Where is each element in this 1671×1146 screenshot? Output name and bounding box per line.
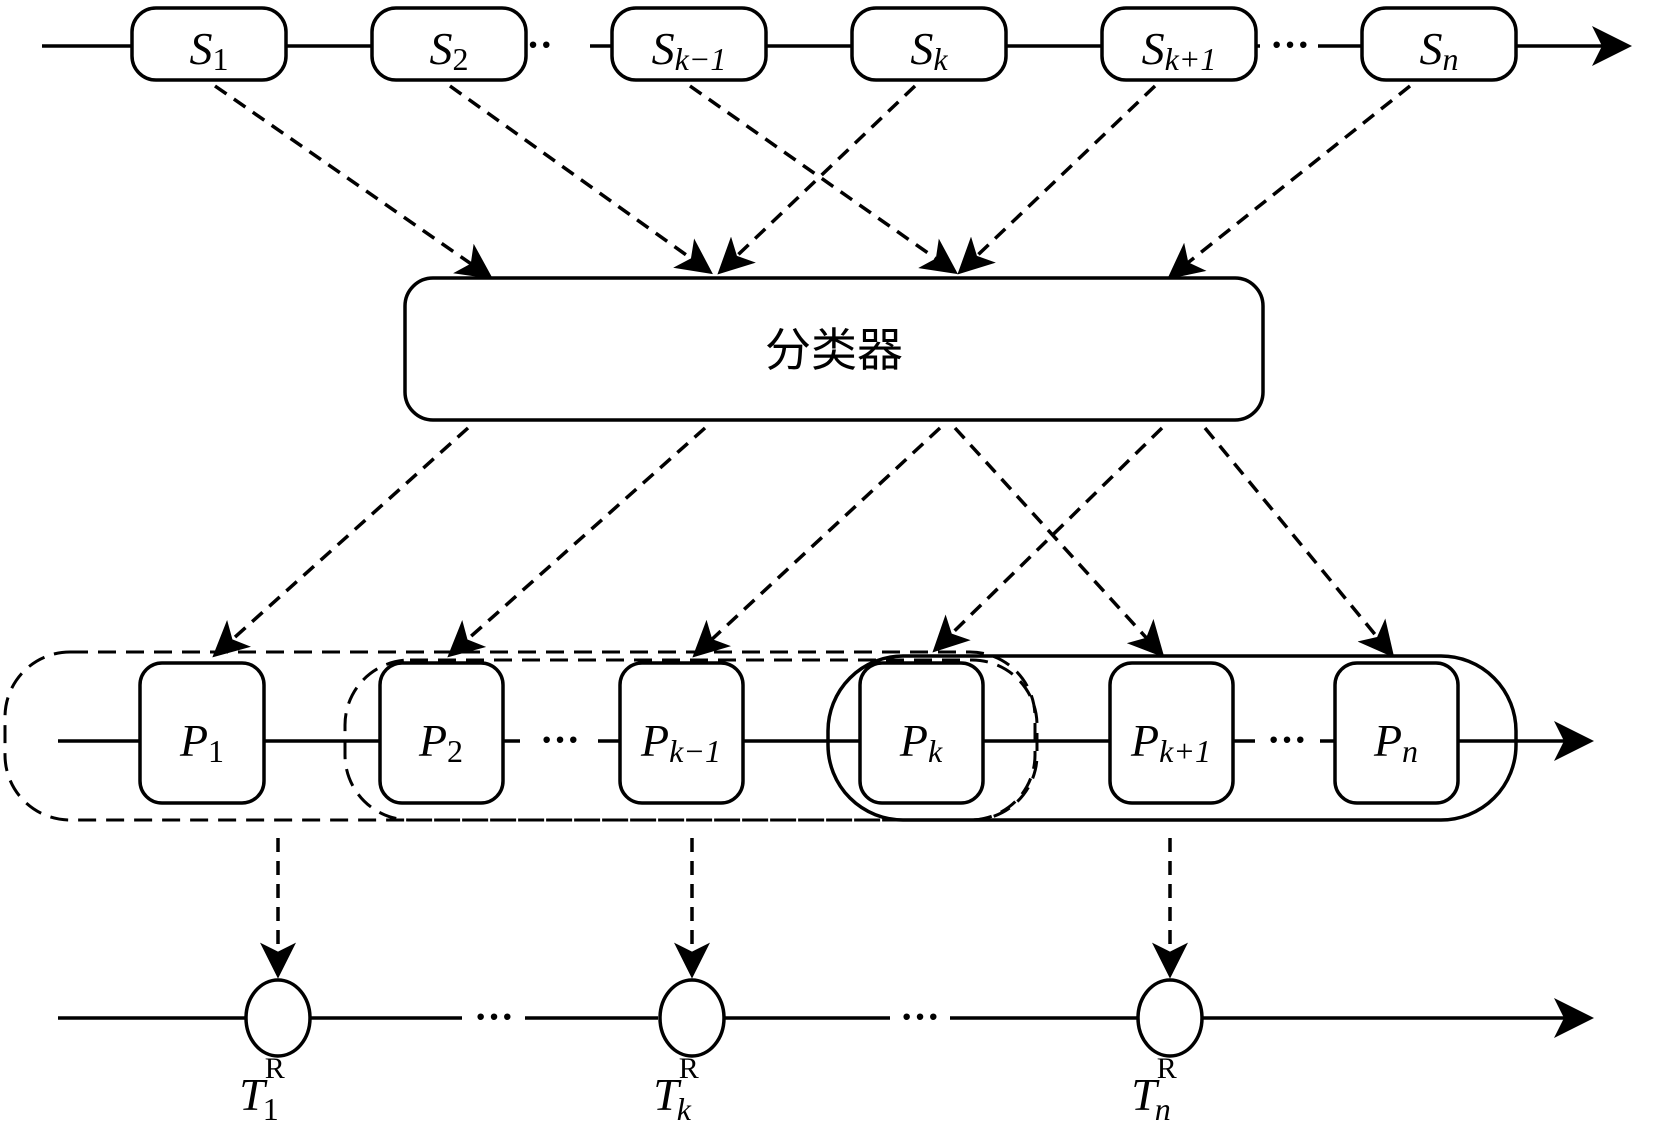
t-node-k-sup: R [679, 1052, 699, 1085]
bottom-timeline: ··· ··· [58, 994, 1594, 1039]
s-node-1: S1 [130, 6, 288, 82]
classifier-label: 分类器 [765, 323, 903, 377]
p-to-t-arrows [260, 838, 1188, 979]
svg-text:TR1: TR 1 [239, 1052, 285, 1127]
s-to-classifier-arrows [214, 84, 1412, 280]
s-node-k: Sk [850, 6, 1008, 82]
p-node-k: Pk [858, 661, 985, 805]
classifier-box: 分类器 [403, 276, 1265, 422]
svg-text:TRn: TRn [1131, 1052, 1177, 1127]
s-node-k+1-main: S [1142, 23, 1165, 74]
classifier-to-p-arrows [212, 426, 1395, 658]
p-node-2-main: P [418, 715, 447, 766]
svg-text:Sk+1: Sk+1 [1142, 23, 1217, 77]
s-node-k-sub: k [933, 41, 948, 77]
p-node-k-1-main: P [640, 715, 669, 766]
p-node-k-1: Pk−1 [618, 661, 745, 805]
svg-text:P2: P2 [418, 715, 463, 769]
t-node-1-sup: R [265, 1052, 285, 1085]
t-node-n-main: T [1131, 1069, 1160, 1120]
t-node-1: TR 1 [239, 978, 312, 1127]
s-node-n: Sn [1360, 6, 1518, 82]
p-node-1-sub: 1 [208, 733, 224, 769]
svg-text:Sn: Sn [1420, 23, 1459, 77]
s-node-k+1: Sk+1 [1100, 6, 1258, 82]
p-node-n-main: P [1373, 715, 1402, 766]
p-node-k-sub: k [928, 733, 943, 769]
svg-text:Pk−1: Pk−1 [640, 715, 721, 769]
ellipsis-mid-2: ··· [1267, 717, 1307, 762]
t-node-k-sub: k [677, 1091, 692, 1127]
group-dashed-p1-to-pk1 [3, 650, 1037, 822]
s-node-1-sub: 1 [213, 41, 229, 77]
svg-text:S1: S1 [190, 23, 229, 77]
svg-text:P1: P1 [179, 715, 224, 769]
s-node-k+1-sub: k+1 [1165, 41, 1217, 77]
s-nodes: S1 S2 Sk−1 Sk Sk+1 [130, 6, 1518, 82]
s-node-1-main: S [190, 23, 213, 74]
svg-text:S2: S2 [430, 23, 469, 77]
p-node-2: P2 [378, 661, 505, 805]
s-node-2-sub: 2 [453, 41, 469, 77]
svg-text:TRk: TRk [653, 1052, 699, 1127]
s-node-k-main: S [910, 23, 933, 74]
ellipsis-mid-1: ··· [540, 717, 580, 762]
p-node-k+1: Pk+1 [1108, 661, 1235, 805]
p-node-k+1-main: P [1130, 715, 1159, 766]
p-node-k-main: P [899, 715, 928, 766]
svg-text:Sk−1: Sk−1 [652, 23, 727, 77]
t-node-n-sup: R [1157, 1052, 1177, 1085]
s-node-2: S2 [370, 6, 528, 82]
s-node-2-main: S [430, 23, 453, 74]
t-node-1-main: T [239, 1069, 268, 1120]
middle-timeline: ··· ··· [58, 717, 1594, 762]
p-node-k-1-sub: k−1 [669, 733, 721, 769]
t-node-n-sub: n [1155, 1091, 1171, 1127]
p-node-k+1-sub: k+1 [1159, 733, 1211, 769]
svg-text:Pk+1: Pk+1 [1130, 715, 1211, 769]
ellipsis-top-2: ··· [1270, 22, 1310, 67]
s-node-k-1: Sk−1 [610, 6, 768, 82]
ellipsis-bottom-1: ··· [474, 994, 514, 1039]
p-node-n-sub: n [1402, 733, 1418, 769]
s-node-k-1-sub: k−1 [675, 41, 727, 77]
ellipsis-bottom-2: ··· [900, 994, 940, 1039]
t-node-k-main: T [653, 1069, 682, 1120]
p-nodes: P1 P2 Pk−1 Pk Pk+1 [138, 661, 1460, 805]
svg-text:Pn: Pn [1373, 715, 1418, 769]
p-node-2-sub: 2 [447, 733, 463, 769]
top-timeline: ··· ··· [42, 22, 1632, 67]
p-node-1-main: P [179, 715, 208, 766]
p-node-n: Pn [1333, 661, 1460, 805]
s-node-n-sub: n [1443, 41, 1459, 77]
svg-text:Pk: Pk [899, 715, 943, 769]
svg-text:Sk: Sk [910, 23, 948, 77]
t-node-1-sub: 1 [263, 1091, 279, 1127]
p-node-1: P1 [138, 661, 266, 805]
s-node-k-1-main: S [652, 23, 675, 74]
s-node-n-main: S [1420, 23, 1443, 74]
group-solid-pk-to-pn [826, 654, 1518, 822]
